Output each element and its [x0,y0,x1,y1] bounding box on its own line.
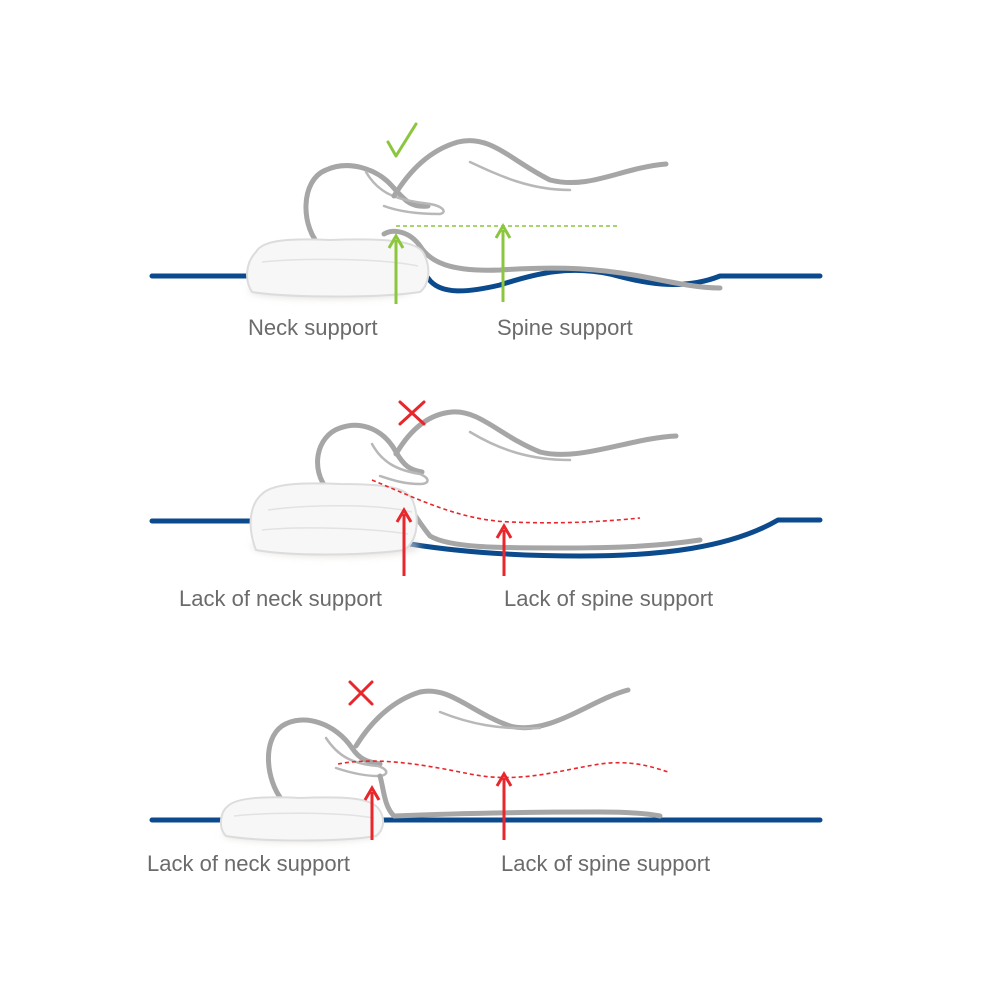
panel-high-pillow: Lack of neck support Lack of spine suppo… [152,402,820,611]
panel-correct-support: Neck support Spine support [152,124,820,340]
spine-support-arrow [497,526,511,576]
check-icon [388,124,416,156]
panel-low-pillow: Lack of neck support Lack of spine suppo… [147,682,820,876]
cross-icon [400,402,424,424]
pillow [247,239,428,298]
spine-support-label: Spine support [497,315,633,340]
pillow [221,797,383,841]
pillow [251,483,420,556]
neck-support-label: Lack of neck support [179,586,382,611]
cross-icon [350,682,372,704]
neck-support-label: Neck support [248,315,378,340]
spine-support-label: Lack of spine support [501,851,710,876]
neck-support-label: Lack of neck support [147,851,350,876]
spine-support-arrow [496,226,510,302]
spine-support-label: Lack of spine support [504,586,713,611]
spine-support-arrow [497,774,511,840]
